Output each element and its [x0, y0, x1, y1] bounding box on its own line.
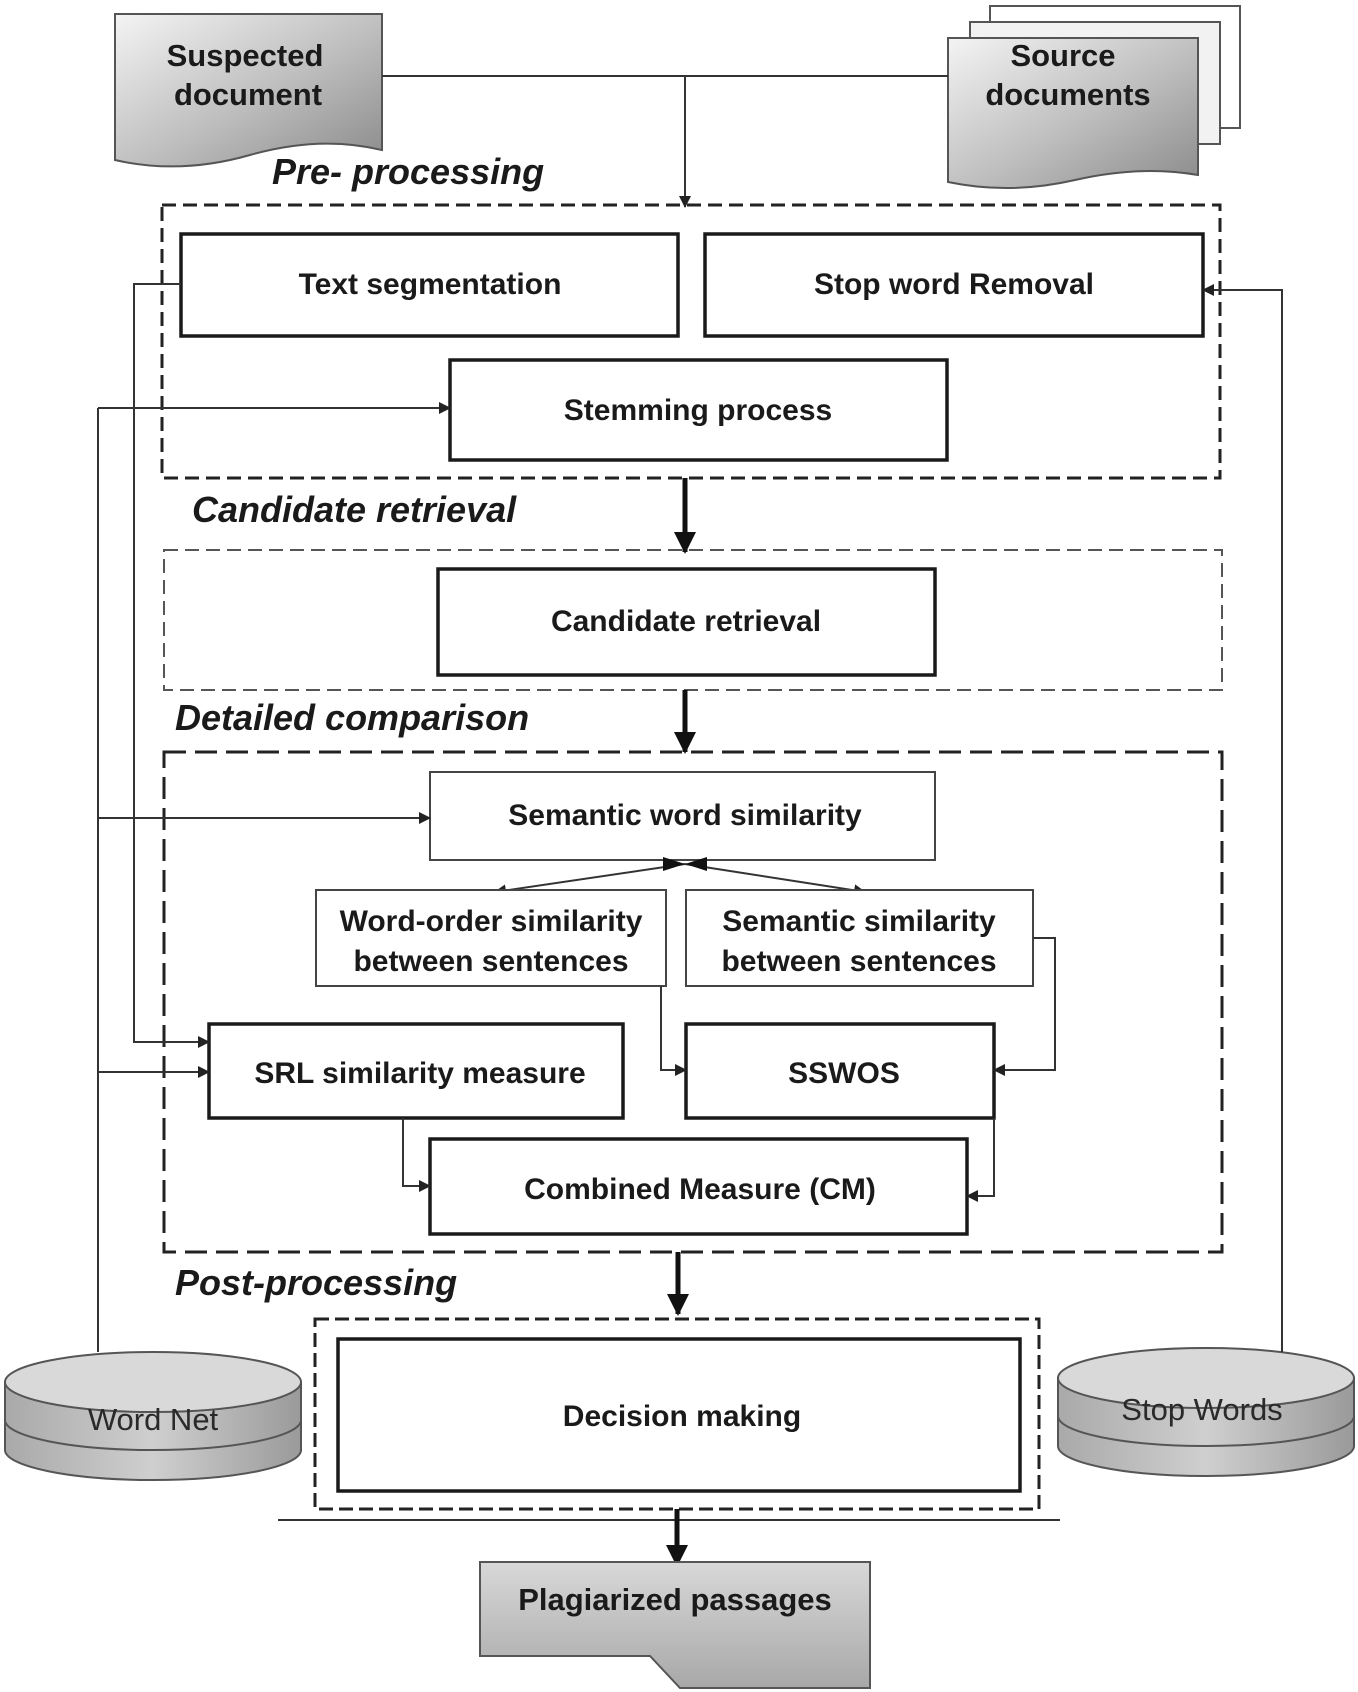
word-order-similarity-box [315, 889, 667, 987]
semantic-word-similarity-box [429, 771, 936, 861]
decision-making-label: Decision making [563, 1400, 801, 1433]
split-node-left [663, 857, 685, 871]
suspected-document-label-1: Suspected [167, 38, 324, 73]
decision-making-box [336, 1337, 1022, 1493]
phase-detailed-comparison-label: Detailed comparison [175, 697, 529, 738]
plagiarized-passages-output: Plagiarized passages [479, 1561, 871, 1689]
stopwords-to-removal-arrow [1202, 284, 1283, 1352]
text-segmentation-label: Text segmentation [299, 268, 562, 301]
combined-measure-box [428, 1137, 969, 1236]
semantic-similarity-label-1: Semantic similarity [722, 905, 996, 938]
candidate-retrieval-node-label: Candidate retrieval [551, 605, 821, 638]
phase-candidate-retrieval-label: Candidate retrieval [192, 489, 517, 530]
semantic-word-similarity-label: Semantic word similarity [508, 799, 862, 832]
combined-measure-label: Combined Measure (CM) [524, 1173, 876, 1206]
split-node-right [685, 857, 707, 871]
source-documents-label-1: Source [1010, 38, 1115, 73]
suspected-document: Suspected document [114, 13, 383, 168]
stop-words-database: Stop Words [1057, 1347, 1355, 1477]
segmentation-to-srl-arrow [133, 283, 210, 1048]
stop-word-removal-box [703, 232, 1205, 338]
srl-similarity-label: SRL similarity measure [254, 1057, 585, 1090]
word-net-label: Word Net [88, 1402, 219, 1437]
split-arrow-left [494, 863, 686, 897]
stemming-process-box [448, 358, 949, 462]
source-documents-label-2: documents [985, 77, 1150, 112]
sswos-label: SSWOS [788, 1057, 900, 1090]
srl-similarity-box [207, 1022, 625, 1120]
srl-to-combined-arrow [402, 1118, 431, 1192]
stemming-process-label: Stemming process [564, 394, 832, 427]
stop-words-label: Stop Words [1121, 1392, 1282, 1427]
semantic-similarity-box [685, 889, 1034, 987]
sswos-box [684, 1022, 996, 1120]
suspected-document-label-2: document [174, 77, 322, 112]
semantic-to-sswos-arrow [993, 937, 1056, 1076]
plagiarized-passages-label: Plagiarized passages [518, 1582, 832, 1617]
word-order-to-sswos-arrow [660, 986, 687, 1076]
semantic-similarity-label-2: between sentences [721, 945, 996, 978]
phase-post-processing-label: Post-processing [175, 1262, 457, 1303]
split-arrow-right [684, 863, 866, 897]
word-order-similarity-label-2: between sentences [353, 945, 628, 978]
pre-processing-group [160, 203, 1222, 480]
detailed-comparison-group [162, 750, 1224, 1254]
candidate-retrieval-box [436, 567, 937, 677]
text-segmentation-box [179, 232, 680, 338]
word-net-database: Word Net [4, 1351, 302, 1481]
candidate-retrieval-group [163, 549, 1223, 691]
word-order-similarity-label-1: Word-order similarity [340, 905, 643, 938]
post-processing-group [313, 1317, 1041, 1511]
stop-word-removal-label: Stop word Removal [814, 268, 1094, 301]
source-documents: Source documents [947, 5, 1241, 189]
sswos-to-combined-arrow [966, 1118, 995, 1202]
phase-pre-processing-label: Pre- processing [272, 151, 544, 192]
